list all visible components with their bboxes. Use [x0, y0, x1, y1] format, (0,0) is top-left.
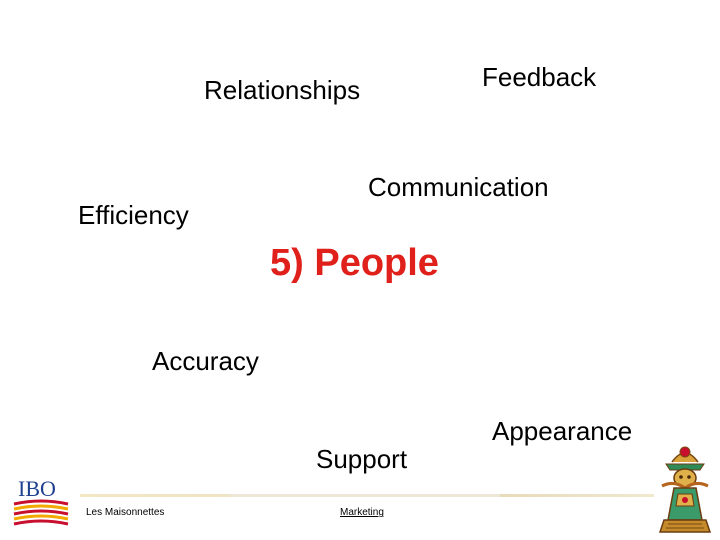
decorative-ornament-icon — [654, 440, 716, 536]
ibo-logo-icon: IBO — [10, 474, 72, 532]
word-relationships: Relationships — [204, 75, 361, 105]
footer-organization: Les Maisonnettes — [86, 507, 165, 518]
word-support: Support — [316, 444, 408, 474]
word-appearance: Appearance — [492, 416, 633, 446]
word-efficiency: Efficiency — [78, 200, 189, 230]
ibo-logo-graphic — [13, 499, 69, 526]
footer-marketing-link[interactable]: Marketing — [340, 507, 384, 518]
word-communication: Communication — [368, 172, 549, 202]
ornament-graphic — [658, 446, 712, 533]
slide-title: 5) People — [270, 242, 439, 284]
word-accuracy: Accuracy — [152, 346, 259, 376]
footer-divider-highlight — [230, 494, 500, 497]
logo-text: IBO — [18, 476, 56, 501]
word-feedback: Feedback — [482, 62, 597, 92]
